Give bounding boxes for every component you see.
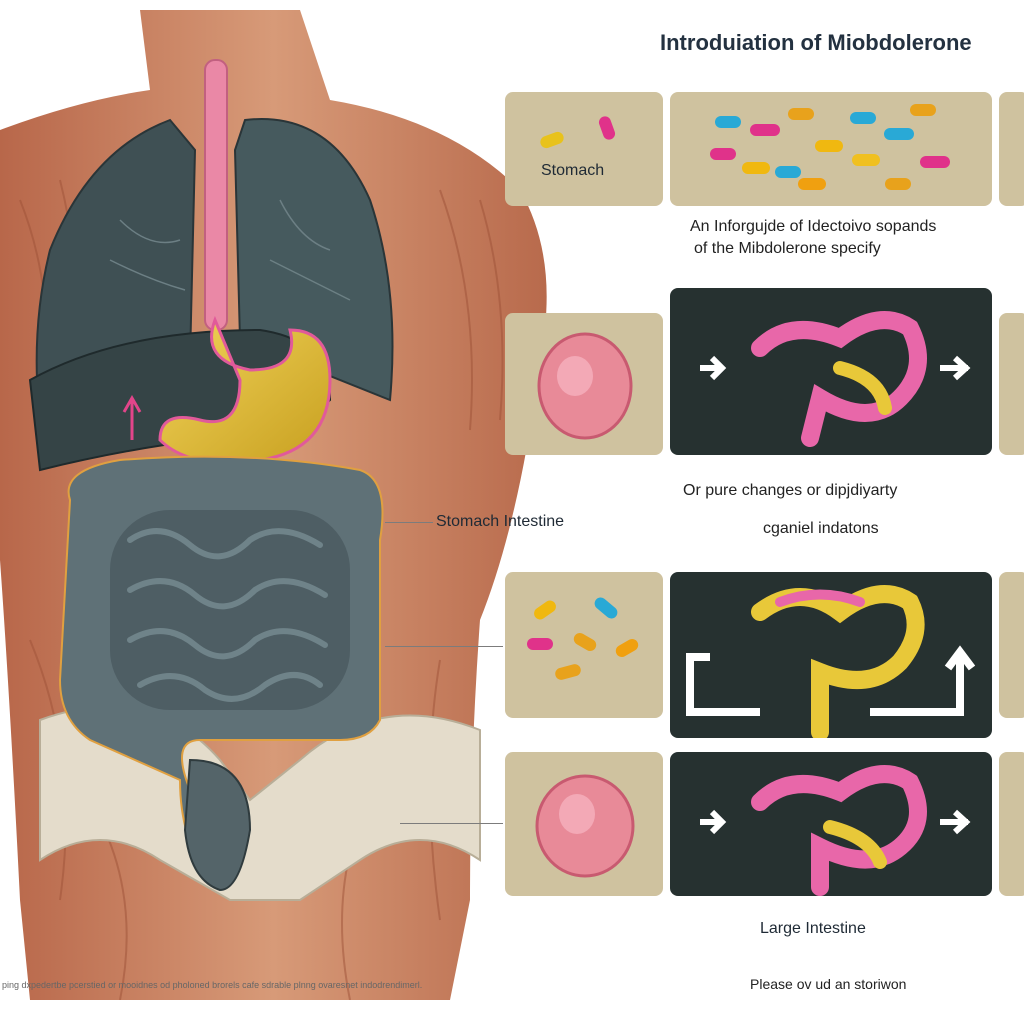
tissue-icon bbox=[537, 332, 633, 440]
large-intestine-label: Large Intestine bbox=[760, 920, 866, 937]
lung-vessels bbox=[109, 199, 351, 301]
pill-icon-small-group bbox=[527, 597, 639, 680]
panel-tissue-1 bbox=[505, 313, 663, 455]
leader-line-mid bbox=[385, 646, 503, 647]
rectum bbox=[183, 758, 252, 892]
pill-icon-scatter bbox=[710, 104, 950, 190]
footer-left-note: ping dxpedertbe pcerstied or mooidnes od… bbox=[2, 980, 423, 990]
panel-edge-row1 bbox=[999, 92, 1024, 206]
u-turn-arrow-icon bbox=[870, 657, 964, 716]
right-lung bbox=[233, 118, 394, 402]
stomach bbox=[158, 315, 332, 464]
panel-stomach-pills: Stomach bbox=[505, 92, 663, 206]
small-intestine-coils bbox=[127, 528, 328, 702]
right-arrow-icon bbox=[940, 809, 971, 835]
caption-row1-line2: of the Mibdolerone specify bbox=[694, 240, 881, 257]
panel-edge-row2 bbox=[999, 313, 1024, 455]
u-turn-arrow-icon bbox=[686, 653, 760, 716]
page-title: Introduiation of Miobdolerone bbox=[660, 30, 972, 55]
panel-colon-3 bbox=[670, 752, 992, 896]
caption-row2-line1: Or pure changes or dipjdiyarty bbox=[683, 482, 898, 499]
pink-pointer-arrow-icon bbox=[122, 394, 142, 440]
panel-edge-row3 bbox=[999, 572, 1024, 718]
panel-pills-collection bbox=[670, 92, 992, 206]
colon-icon bbox=[700, 765, 971, 896]
torso-anatomy-illustration bbox=[0, 10, 547, 1000]
pill-icon-group bbox=[540, 116, 616, 149]
caption-row1-line1: An Inforgujde of Idectoivo sopands bbox=[690, 218, 937, 235]
panel-tissue-2 bbox=[505, 752, 663, 896]
leader-line-stomach-intestine bbox=[385, 522, 433, 523]
small-intestine bbox=[110, 510, 350, 710]
stomach-intestine-label: Stomach Intestine bbox=[436, 513, 565, 530]
panel-edge-row4 bbox=[999, 752, 1024, 896]
footer-right-note: Please ov ud an storiwon bbox=[750, 976, 907, 992]
tissue-icon bbox=[535, 774, 635, 878]
right-arrow-icon bbox=[700, 809, 727, 835]
stomach-label: Stomach bbox=[541, 162, 605, 179]
right-arrow-icon bbox=[940, 355, 971, 381]
leader-line-lower bbox=[400, 823, 503, 824]
right-arrow-icon bbox=[700, 355, 727, 381]
panel-pills-small bbox=[505, 572, 663, 718]
caption-row2-line2: cganiel indatons bbox=[763, 520, 879, 537]
colon-icon bbox=[700, 311, 971, 447]
colon-icon-cycle bbox=[686, 585, 976, 738]
esophagus bbox=[204, 59, 228, 331]
panel-colon-1 bbox=[670, 288, 992, 455]
panel-colon-2 bbox=[670, 572, 992, 738]
